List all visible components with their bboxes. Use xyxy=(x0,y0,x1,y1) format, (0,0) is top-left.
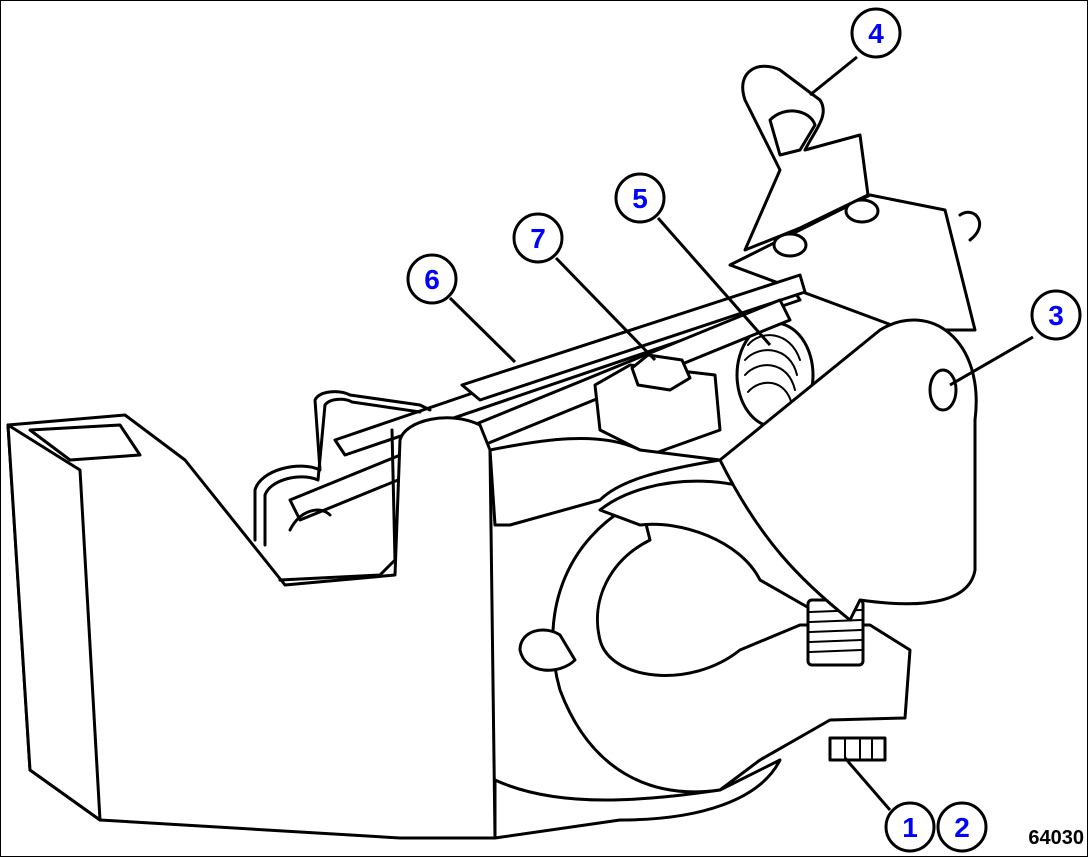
callout-2: 2 xyxy=(936,801,988,853)
clamp-bolt-nut xyxy=(828,736,887,762)
svg-text:7: 7 xyxy=(530,223,546,254)
callout-3: 3 xyxy=(1030,289,1082,341)
leader-3 xyxy=(949,335,1034,387)
callout-4: 4 xyxy=(850,7,902,59)
wire-clip xyxy=(253,390,432,582)
svg-text:3: 3 xyxy=(1048,300,1064,331)
callout-1: 1 xyxy=(884,801,936,853)
leader-4 xyxy=(809,55,858,97)
pivot-hole xyxy=(928,368,958,412)
svg-text:4: 4 xyxy=(868,18,884,49)
callout-7: 7 xyxy=(512,212,564,264)
leader-lines xyxy=(448,55,1034,811)
svg-text:1: 1 xyxy=(902,812,918,843)
svg-text:5: 5 xyxy=(632,183,648,214)
figure-number: 64030 xyxy=(1028,827,1084,849)
leader-1 xyxy=(843,757,892,811)
mounting-plate xyxy=(718,193,982,622)
leader-7 xyxy=(554,256,657,362)
leader-6 xyxy=(448,296,517,364)
rail-block xyxy=(593,353,722,457)
svg-text:6: 6 xyxy=(424,264,440,295)
main-bracket-body xyxy=(6,413,782,840)
callout-5: 5 xyxy=(614,172,666,224)
svg-text:2: 2 xyxy=(954,812,970,843)
leader-5 xyxy=(656,217,772,346)
lever-handle xyxy=(741,64,870,252)
callout-6: 6 xyxy=(406,253,458,305)
